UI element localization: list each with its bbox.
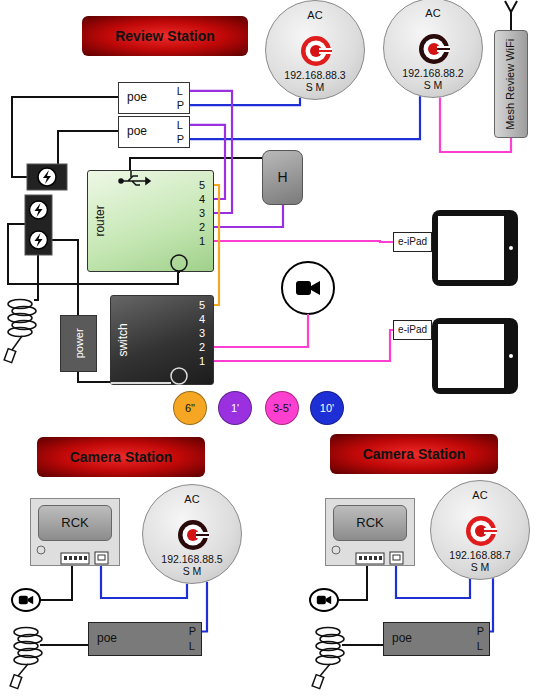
pin-label: L [189, 640, 196, 653]
port-number: 1 [199, 234, 205, 248]
ipad-device [428, 210, 518, 286]
pin-label: P [177, 99, 184, 112]
node-label: power [72, 329, 85, 359]
port-number: 2 [199, 340, 205, 354]
rck-box: RCK [325, 498, 415, 566]
node-label: poe [384, 632, 412, 646]
node-label: e-iPad [396, 324, 429, 336]
port-label: S M [471, 561, 490, 573]
access-point-circle: AC 192.168.88.2S M [383, 0, 483, 98]
cable [214, 185, 219, 305]
device-name: switch [117, 323, 131, 356]
camera-icon [282, 262, 334, 314]
switch-box: switch 54321 [110, 295, 214, 385]
legend-label: 6" [185, 402, 195, 415]
hub-box: H [262, 150, 303, 205]
legend-label: 10' [320, 402, 334, 415]
router-box: router 54321 [87, 170, 214, 272]
port-label: S M [183, 565, 202, 577]
legend-swatch: 3-5' [265, 391, 299, 425]
camera-icon [310, 589, 338, 611]
device-name: router [94, 205, 108, 236]
port-label: S M [306, 81, 325, 93]
node-label: Mesh Review WiFi [505, 38, 518, 129]
power-supply: power [60, 315, 97, 372]
port-number: 5 [199, 178, 205, 192]
pin-label: P [189, 625, 196, 638]
node-label: H [277, 169, 287, 185]
pin-label: L [177, 85, 184, 98]
legend-label: 1' [231, 402, 239, 415]
camera-icon [12, 589, 40, 611]
rck-box: RCK [30, 498, 120, 566]
legend-swatch: 10' [310, 391, 344, 425]
node-label: AC [425, 7, 440, 20]
ip-address: 192.168.88.7 [449, 549, 510, 561]
power-strip [25, 164, 67, 255]
poe-injector: poe PL [88, 622, 202, 656]
pin-label: L [177, 119, 184, 132]
node-label: poe [119, 125, 147, 139]
cable [214, 241, 393, 242]
pin-label: P [477, 625, 484, 638]
pin-label: L [477, 640, 484, 653]
pin-label: P [177, 133, 184, 146]
node-label: RCK [38, 505, 112, 541]
legend-swatch: 1' [218, 391, 252, 425]
camera-cable [214, 314, 308, 347]
node-label: AC [184, 493, 199, 506]
port-number: 2 [199, 220, 205, 234]
ip-address: 192.168.88.3 [284, 69, 345, 81]
port-number: 5 [199, 298, 205, 312]
ip-address: 192.168.88.2 [402, 67, 463, 79]
cable [190, 98, 300, 105]
node-label: AC [307, 9, 322, 22]
access-point-circle: AC 192.168.88.3S M [265, 0, 365, 100]
access-point-circle: AC 192.168.88.7S M [430, 480, 530, 580]
ipad-label: e-iPad [393, 232, 432, 252]
station-banner: Camera Station [37, 437, 205, 477]
poe-injector: poe PL [383, 622, 490, 656]
cable [490, 578, 493, 631]
station-banner: Camera Station [330, 434, 498, 474]
ipad-label: e-iPad [393, 320, 432, 340]
poe-injector: poe LP [118, 82, 190, 115]
ip-address: 192.168.88.5 [161, 553, 222, 565]
node-label: Camera Station [363, 446, 466, 462]
port-number: 1 [199, 354, 205, 368]
port-label: S M [424, 79, 443, 91]
node-label: poe [119, 91, 147, 105]
cable [214, 205, 283, 227]
node-label: AC [472, 489, 487, 502]
legend-swatch: 6" [173, 391, 207, 425]
port-number: 4 [199, 312, 205, 326]
cable [202, 582, 207, 632]
mesh-wifi-box: Mesh Review WiFi [494, 30, 528, 138]
legend-label: 3-5' [273, 402, 291, 415]
port-number: 3 [199, 326, 205, 340]
cable [214, 330, 393, 361]
ipad-device [428, 318, 518, 394]
node-label: poe [89, 632, 117, 646]
node-label: Camera Station [70, 449, 173, 465]
station-banner: Review Station [82, 16, 248, 56]
poe-injector: poe LP [118, 116, 190, 149]
port-number: 4 [199, 192, 205, 206]
node-label: Review Station [115, 28, 215, 44]
node-label: e-iPad [396, 236, 429, 248]
port-number: 3 [199, 206, 205, 220]
node-label: RCK [333, 505, 407, 541]
access-point-circle: AC 192.168.88.5S M [142, 484, 242, 584]
